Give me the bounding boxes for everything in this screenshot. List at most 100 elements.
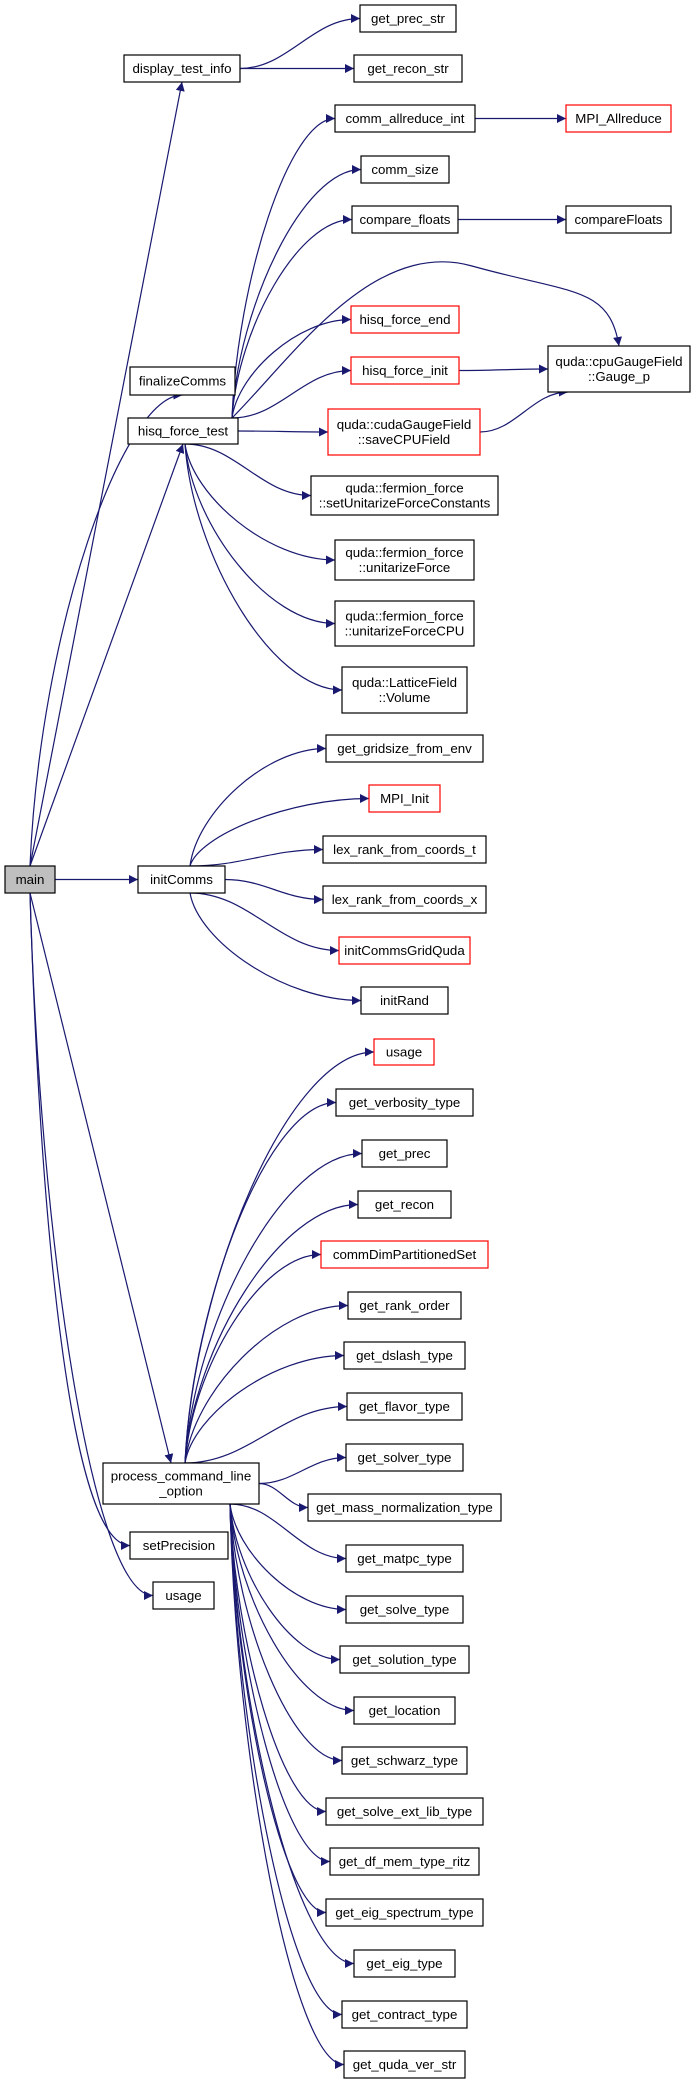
node-box: [351, 205, 459, 234]
node-get-matpc-type[interactable]: get_matpc_type: [345, 1544, 464, 1573]
edge-init-comms-to-get-gridsize-from-env: [189, 744, 327, 867]
node-box: [345, 1544, 464, 1573]
node-finalize-comms[interactable]: finalizeComms: [129, 366, 236, 396]
edge-process-cmd-to-get-solve-ext-lib-type: [229, 1503, 327, 1816]
node-get-dslash-type[interactable]: get_dslash_type: [343, 1341, 466, 1370]
node-label: quda::fermion_force: [345, 609, 463, 624]
node-label: initRand: [380, 993, 429, 1008]
node-unitarize-force[interactable]: quda::fermion_force::unitarizeForce: [334, 539, 475, 581]
node-get-quda-ver-str[interactable]: get_quda_ver_str: [343, 2050, 466, 2079]
node-label: get_dslash_type: [356, 1348, 453, 1363]
node-set-unitarize[interactable]: quda::fermion_force::setUnitarizeForceCo…: [310, 475, 499, 516]
node-gauge-p[interactable]: quda::cpuGaugeField::Gauge_p: [547, 345, 691, 393]
node-mpi-allreduce[interactable]: MPI_Allreduce: [565, 104, 672, 133]
node-comm-dim-partitioned-set[interactable]: commDimPartitionedSet: [320, 1240, 489, 1269]
node-box: [347, 1291, 462, 1320]
node-label: ::unitarizeForceCPU: [345, 624, 465, 639]
node-get-contract-type[interactable]: get_contract_type: [341, 2000, 468, 2029]
node-box: [325, 1898, 484, 1927]
node-mpi-init[interactable]: MPI_Init: [368, 784, 441, 813]
node-box: [322, 885, 487, 914]
edge-hisq-force-test-to-compare-floats: [231, 215, 353, 419]
node-get-solve-type[interactable]: get_solve_type: [345, 1595, 464, 1624]
node-save-cpufield[interactable]: quda::cudaGaugeField::saveCPUField: [327, 408, 481, 456]
node-set-precision[interactable]: setPrecision: [129, 1531, 229, 1560]
edge-hisq-force-test-to-set-unitarize: [184, 443, 312, 500]
edge-init-comms-to-mpi-init: [189, 794, 370, 867]
node-get-verbosity-type[interactable]: get_verbosity_type: [335, 1088, 474, 1117]
node-label: ::Gauge_p: [588, 369, 650, 384]
node-hisq-force-test[interactable]: hisq_force_test: [127, 417, 239, 445]
node-label: get_eig_type: [366, 1956, 442, 1971]
node-label: get_eig_spectrum_type: [335, 1905, 473, 1920]
node-label: get_verbosity_type: [349, 1095, 461, 1110]
node-init-comms-grid-quda[interactable]: initCommsGridQuda: [338, 936, 471, 965]
node-process-cmd[interactable]: process_command_line_option: [102, 1462, 260, 1505]
node-label: initCommsGridQuda: [344, 943, 465, 958]
node-box: [334, 104, 476, 133]
node-usage-main[interactable]: usage: [152, 1581, 215, 1610]
node-get-solver-type[interactable]: get_solver_type: [345, 1443, 464, 1472]
edge-main-to-hisq-force-test: [29, 443, 185, 867]
node-get-df-mem-type-ritz[interactable]: get_df_mem_type_ritz: [329, 1847, 480, 1876]
node-volume[interactable]: quda::LatticeField::Volume: [341, 666, 468, 714]
edge-hisq-force-test-to-volume: [184, 443, 343, 695]
node-get-mass-normalization-type[interactable]: get_mass_normalization_type: [307, 1493, 502, 1522]
edge-process-cmd-to-get-solution-type: [229, 1503, 341, 1664]
node-label: get_recon: [375, 1197, 434, 1212]
node-init-rand[interactable]: initRand: [360, 986, 449, 1015]
edge-hisq-force-test-to-comm-size: [231, 165, 362, 419]
node-comm-allreduce-int[interactable]: comm_allreduce_int: [334, 104, 476, 133]
edge-main-to-display-test-info: [29, 81, 185, 867]
node-label: get_mass_normalization_type: [316, 1500, 493, 1515]
node-box: [123, 54, 241, 83]
node-box: [547, 345, 691, 393]
node-init-comms[interactable]: initComms: [137, 865, 226, 894]
node-label: quda::fermion_force: [345, 545, 463, 560]
node-get-solution-type[interactable]: get_solution_type: [339, 1645, 470, 1674]
node-lex-rank-x[interactable]: lex_rank_from_coords_x: [322, 885, 487, 914]
node-box: [350, 305, 460, 334]
node-label: initComms: [150, 872, 213, 887]
node-get-flavor-type[interactable]: get_flavor_type: [346, 1392, 463, 1421]
node-get-eig-type[interactable]: get_eig_type: [353, 1949, 456, 1978]
node-label: usage: [165, 1588, 201, 1603]
node-compare-floats[interactable]: compare_floats: [351, 205, 459, 234]
node-label: get_rank_order: [359, 1298, 450, 1313]
edge-hisq-force-test-to-hisq-force-init: [231, 366, 352, 419]
node-get-gridsize-from-env[interactable]: get_gridsize_from_env: [325, 734, 484, 763]
node-lex-rank-t[interactable]: lex_rank_from_coords_t: [322, 835, 487, 864]
node-usage-red[interactable]: usage: [373, 1038, 435, 1066]
node-get-prec[interactable]: get_prec: [361, 1139, 448, 1168]
node-label: MPI_Allreduce: [575, 111, 661, 126]
node-get-prec-str[interactable]: get_prec_str: [359, 4, 457, 33]
node-box: [360, 986, 449, 1015]
node-get-solve-ext-lib-type[interactable]: get_solve_ext_lib_type: [325, 1797, 484, 1826]
node-box: [129, 366, 236, 396]
node-label: get_gridsize_from_env: [337, 741, 472, 756]
edge-process-cmd-to-get-flavor-type: [184, 1402, 348, 1464]
node-box: [343, 1341, 466, 1370]
node-box: [322, 835, 487, 864]
node-label: setPrecision: [143, 1538, 215, 1553]
node-display-test-info[interactable]: display_test_info: [123, 54, 241, 83]
node-box: [102, 1462, 260, 1505]
node-label: get_prec: [379, 1146, 431, 1161]
node-get-eig-spectrum-type[interactable]: get_eig_spectrum_type: [325, 1898, 484, 1927]
node-get-rank-order[interactable]: get_rank_order: [347, 1291, 462, 1320]
edge-save-cpufield-to-gauge-p: [479, 387, 569, 433]
node-get-schwarz-type[interactable]: get_schwarz_type: [341, 1746, 468, 1775]
node-unitarize-force-cpu[interactable]: quda::fermion_force::unitarizeForceCPU: [334, 600, 475, 647]
node-compare-floats[interactable]: compareFloats: [565, 205, 672, 234]
node-get-location[interactable]: get_location: [353, 1696, 456, 1725]
edge-hisq-force-test-to-gauge-p: [231, 261, 622, 419]
node-hisq-force-end[interactable]: hisq_force_end: [350, 305, 460, 334]
node-get-recon-str[interactable]: get_recon_str: [353, 54, 463, 83]
node-comm-size[interactable]: comm_size: [360, 155, 450, 184]
edge-process-cmd-to-get-mass-normalization-type: [258, 1482, 309, 1512]
node-box: [350, 356, 460, 385]
node-main[interactable]: main: [4, 865, 56, 894]
node-hisq-force-init[interactable]: hisq_force_init: [350, 356, 460, 385]
node-label: get_solve_ext_lib_type: [337, 1804, 472, 1819]
node-get-recon[interactable]: get_recon: [357, 1190, 452, 1219]
